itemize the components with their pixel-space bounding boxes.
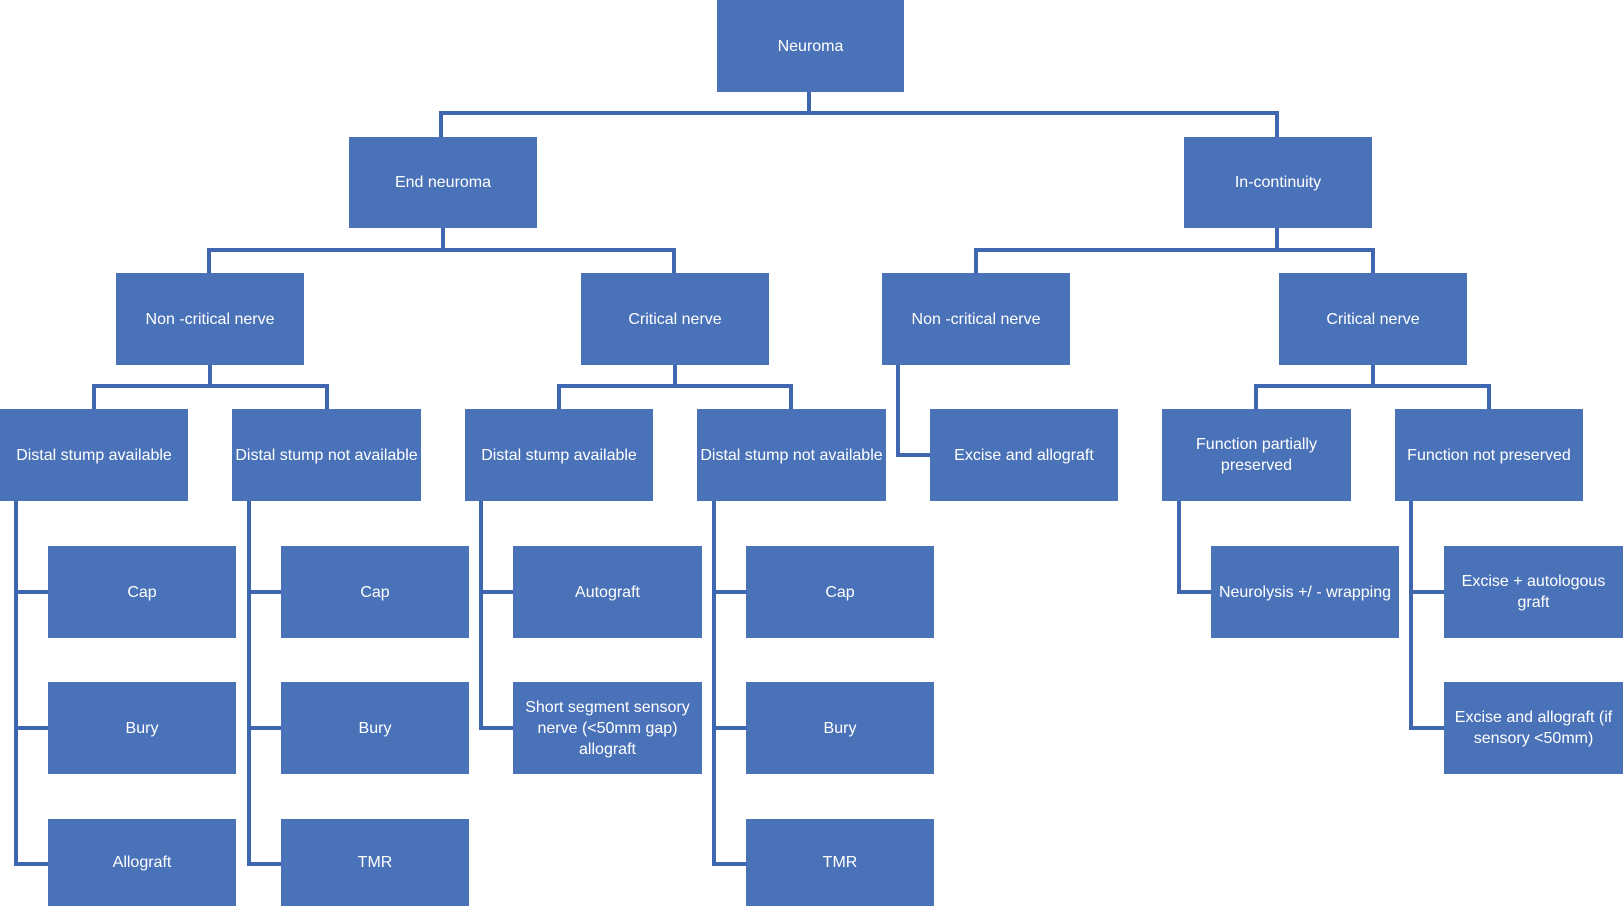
connector-line <box>1409 499 1446 730</box>
node-function-partially-preserved: Function partially preserved <box>1162 409 1351 501</box>
node-in-continuity: In-continuity <box>1184 137 1372 228</box>
connector-line <box>247 499 283 866</box>
leaf-bury: Bury <box>48 682 236 774</box>
connector-line <box>974 226 1375 275</box>
leaf-bury: Bury <box>281 682 469 774</box>
leaf-excise-allograft-sensory: Excise and allograft (if sensory <50mm) <box>1444 682 1623 774</box>
leaf-tmr: TMR <box>281 819 469 906</box>
leaf-cap: Cap <box>281 546 469 638</box>
connector-line <box>896 363 932 457</box>
leaf-excise-autologous-graft: Excise + autologous graft <box>1444 546 1623 638</box>
connector-line <box>1177 499 1213 594</box>
node-incont-noncritical-nerve: Non -critical nerve <box>882 273 1070 365</box>
leaf-bury: Bury <box>746 682 934 774</box>
connector-line <box>557 363 793 411</box>
node-end-noncritical-nerve: Non -critical nerve <box>116 273 304 365</box>
node-neuroma: Neuroma <box>717 0 904 92</box>
node-end-critical-nerve: Critical nerve <box>581 273 769 365</box>
connector-line <box>14 499 50 866</box>
leaf-short-segment-sensory-nerve-allograft: Short segment sensory nerve (<50mm gap) … <box>513 682 702 774</box>
leaf-tmr: TMR <box>746 819 934 906</box>
node-end-crit-distal-stump-not-available: Distal stump not available <box>697 409 886 501</box>
leaf-cap: Cap <box>48 546 236 638</box>
leaf-autograft: Autograft <box>513 546 702 638</box>
connector-line <box>712 499 748 866</box>
leaf-cap: Cap <box>746 546 934 638</box>
node-end-crit-distal-stump-available: Distal stump available <box>465 409 653 501</box>
connector-line <box>207 226 676 275</box>
connector-line <box>439 90 1279 139</box>
connector-line <box>479 499 515 730</box>
node-end-noncrit-distal-stump-not-available: Distal stump not available <box>232 409 421 501</box>
connector-line <box>1254 363 1491 411</box>
connector-line <box>92 363 329 411</box>
node-incont-critical-nerve: Critical nerve <box>1279 273 1467 365</box>
node-end-neuroma: End neuroma <box>349 137 537 228</box>
leaf-allograft: Allograft <box>48 819 236 906</box>
leaf-neurolysis-wrapping: Neurolysis +/ - wrapping <box>1211 546 1399 638</box>
node-excise-and-allograft: Excise and allograft <box>930 409 1118 501</box>
node-function-not-preserved: Function not preserved <box>1395 409 1583 501</box>
node-end-noncrit-distal-stump-available: Distal stump available <box>0 409 188 501</box>
